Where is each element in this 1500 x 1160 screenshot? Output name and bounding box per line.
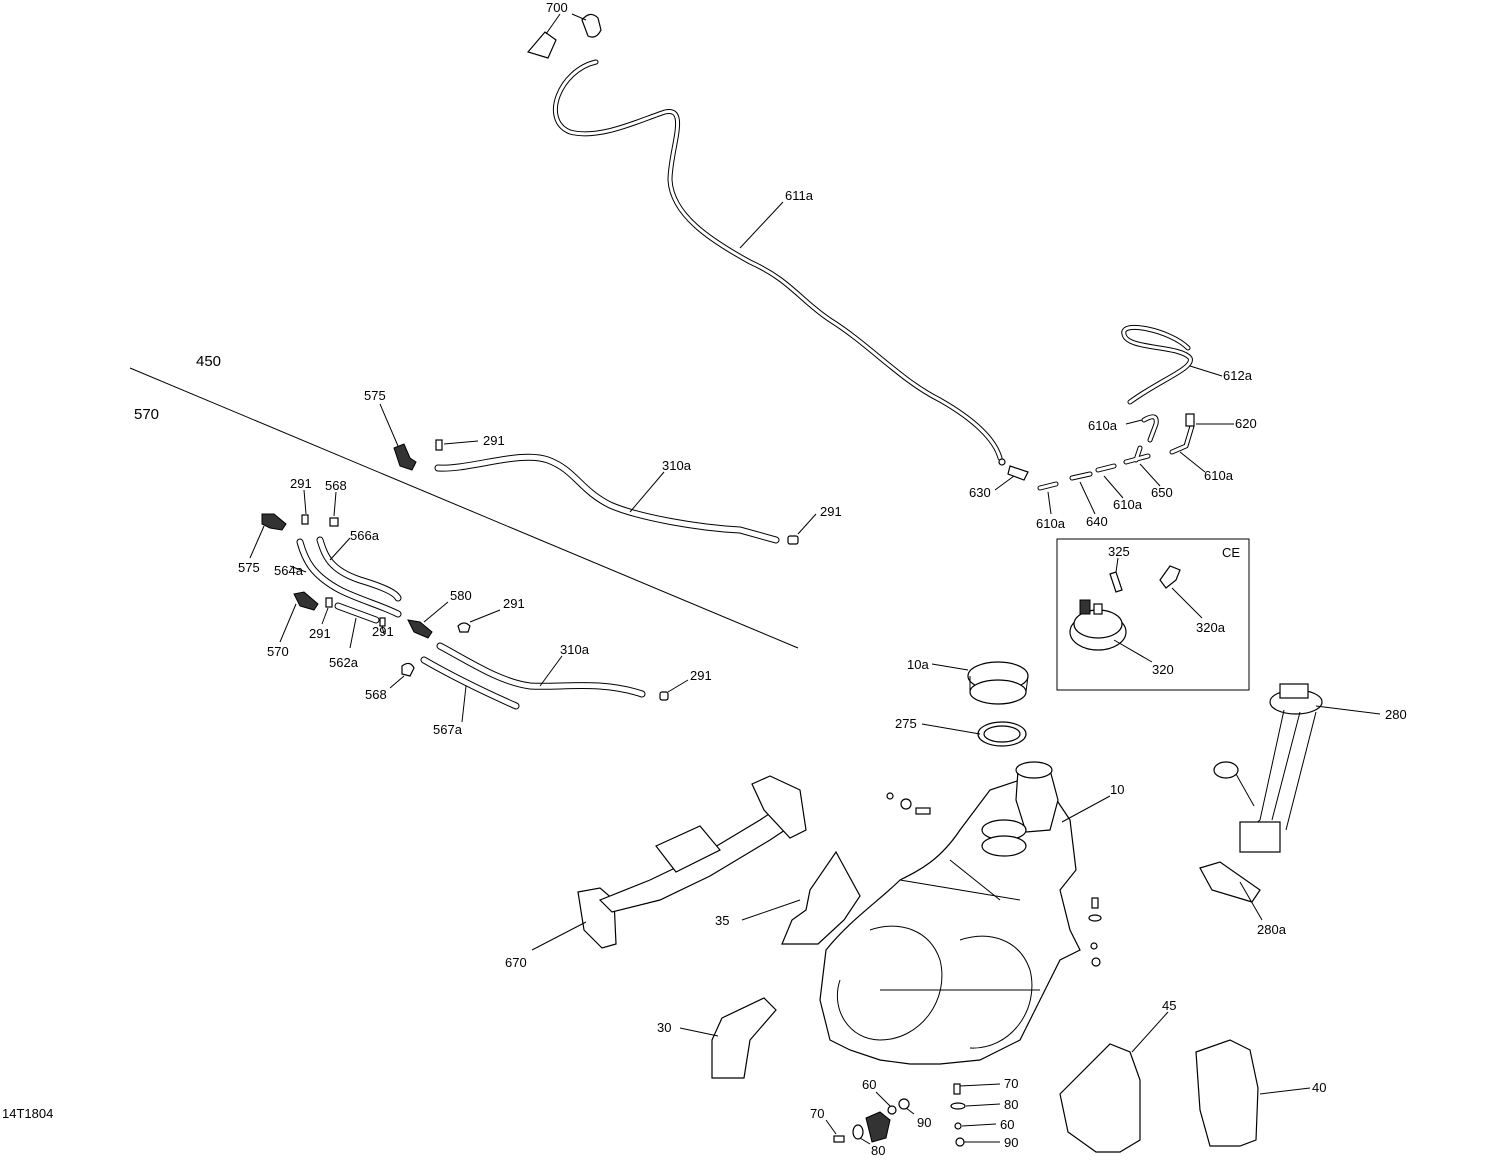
- tank-hardware-top: [886, 792, 931, 815]
- callout-611a: 611a: [785, 188, 814, 203]
- bottom-hardware: [825, 1083, 1001, 1147]
- callout-291-e: 291: [690, 668, 712, 683]
- callout-30: 30: [657, 1020, 671, 1035]
- fitting-575-top: [379, 403, 417, 471]
- zone-label-450: 450: [196, 353, 221, 370]
- callout-612a: 612a: [1223, 368, 1253, 383]
- bracket-670: [531, 775, 807, 951]
- ring-10a: [931, 661, 1029, 705]
- fuel-tank-10: [819, 761, 1111, 1065]
- callout-570: 570: [267, 644, 289, 659]
- callout-291-right: 291: [820, 504, 842, 519]
- callout-60-a: 60: [862, 1077, 876, 1092]
- callout-45: 45: [1162, 998, 1176, 1013]
- ce-box: [1056, 538, 1250, 691]
- callout-575-left: 575: [238, 560, 260, 575]
- callout-650: 650: [1151, 485, 1173, 500]
- callout-60-b: 60: [1000, 1117, 1014, 1132]
- callout-10: 10: [1110, 782, 1124, 797]
- callout-70-b: 70: [810, 1106, 824, 1121]
- callout-35: 35: [715, 913, 729, 928]
- callout-280a: 280a: [1257, 922, 1287, 937]
- callout-564a: 564a: [274, 563, 304, 578]
- clip-291-top: [435, 439, 479, 451]
- callout-562a: 562a: [329, 655, 359, 670]
- hose-611a: [552, 59, 1003, 461]
- callout-325: 325: [1108, 544, 1130, 559]
- callout-291-a: 291: [290, 476, 312, 491]
- clamp-700: [526, 13, 602, 59]
- callout-291-d: 291: [503, 596, 525, 611]
- callout-610a-bottom: 610a: [1036, 516, 1066, 531]
- callout-280: 280: [1385, 707, 1407, 722]
- callout-90-b: 90: [1004, 1135, 1018, 1150]
- callout-610a-right: 610a: [1204, 468, 1234, 483]
- callout-320: 320: [1152, 662, 1174, 677]
- ce-box-label: CE: [1222, 545, 1240, 560]
- zone-label-570: 570: [134, 406, 159, 423]
- fuel-pump-280: [1199, 683, 1381, 921]
- callout-320a: 320a: [1196, 620, 1226, 635]
- hoses-570-group: [249, 489, 689, 723]
- seal-275: [921, 721, 1027, 747]
- callout-567a: 567a: [433, 722, 463, 737]
- shield-35: [741, 850, 861, 945]
- callout-700: 700: [546, 0, 568, 15]
- callout-670: 670: [505, 955, 527, 970]
- clip-291-right: [787, 513, 817, 545]
- callout-275: 275: [895, 716, 917, 731]
- callout-610a-mid: 610a: [1113, 497, 1143, 512]
- callout-620: 620: [1235, 416, 1257, 431]
- callout-580: 580: [450, 588, 472, 603]
- callout-310a-bottom: 310a: [560, 642, 590, 657]
- callout-291-top: 291: [483, 433, 505, 448]
- callout-566a: 566a: [350, 528, 380, 543]
- callout-291-c: 291: [372, 624, 394, 639]
- callout-575-top: 575: [364, 388, 386, 403]
- hose-310a-top: [434, 453, 780, 544]
- callout-10a: 10a: [907, 657, 929, 672]
- diagram-code: 14T1804: [2, 1106, 53, 1121]
- callout-40: 40: [1312, 1080, 1326, 1095]
- ce-parts: [1069, 557, 1203, 663]
- shield-45: [1059, 1011, 1169, 1153]
- hose-612a: [1121, 324, 1223, 405]
- zone-divider-line: [129, 367, 799, 649]
- callout-568-b: 568: [365, 687, 387, 702]
- vent-parts-group: [994, 413, 1234, 515]
- callout-291-b: 291: [309, 626, 331, 641]
- cover-30: [679, 997, 777, 1079]
- callout-80-a: 80: [1004, 1097, 1018, 1112]
- tank-hardware-right: [1088, 897, 1102, 967]
- callout-568-a: 568: [325, 478, 347, 493]
- cover-40: [1195, 1039, 1311, 1147]
- callout-310a-top: 310a: [662, 458, 692, 473]
- callout-70-a: 70: [1004, 1076, 1018, 1091]
- callout-640: 640: [1086, 514, 1108, 529]
- callout-80-b: 80: [871, 1143, 885, 1158]
- callout-90-a: 90: [917, 1115, 931, 1130]
- callout-610a-top: 610a: [1088, 418, 1118, 433]
- callout-630: 630: [969, 485, 991, 500]
